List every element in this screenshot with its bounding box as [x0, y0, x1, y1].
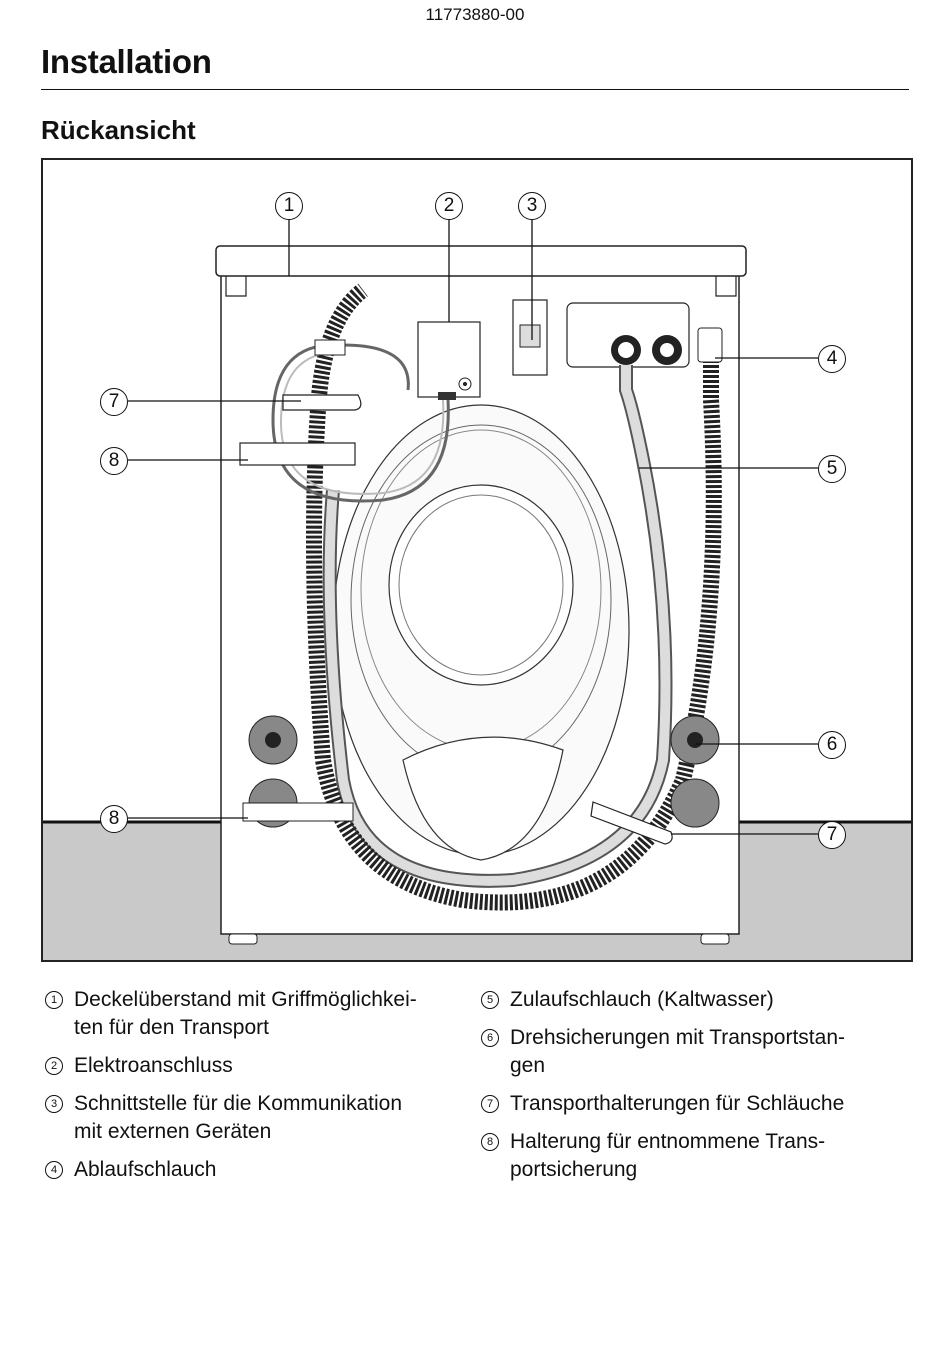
callout-8-lower: 8 [100, 805, 128, 833]
callout-5: 5 [818, 455, 846, 483]
legend-number: 4 [45, 1161, 63, 1179]
document-number: 11773880-00 [425, 5, 525, 24]
legend-number: 5 [481, 991, 499, 1009]
callout-4: 4 [818, 345, 846, 373]
callout-1: 1 [275, 192, 303, 220]
legend-item: 6 Drehsicherungen mit Transportstan- gen [477, 1024, 907, 1080]
legend-right-column: 5 Zulaufschlauch (Kaltwasser) 6 Drehsicher… [477, 986, 907, 1194]
callout-3: 3 [518, 192, 546, 220]
legend-item: 2 Elektroanschluss [41, 1052, 471, 1080]
legend-item: 4 Ablaufschlauch [41, 1156, 471, 1184]
legend-text: Ablaufschlauch [74, 1158, 217, 1181]
legend-item: 1 Deckelüberstand mit Griffmöglichkei- te… [41, 986, 471, 1042]
section-title: Rückansicht [41, 115, 196, 145]
legend-number: 6 [481, 1029, 499, 1047]
callout-8-upper: 8 [100, 447, 128, 475]
legend-number: 1 [45, 991, 63, 1009]
legend-number: 8 [481, 1133, 499, 1151]
legend-number: 3 [45, 1095, 63, 1113]
callout-7-upper: 7 [100, 388, 128, 416]
legend-number: 7 [481, 1095, 499, 1113]
rear-view-illustration: 1 2 3 4 5 6 7 8 7 8 [41, 158, 913, 962]
legend-item: 8 Halterung für entnommene Trans- portsic… [477, 1128, 907, 1184]
page-title: Installation [41, 43, 212, 80]
legend-left-column: 1 Deckelüberstand mit Griffmöglichkei- te… [41, 986, 471, 1194]
legend-text: Drehsicherungen mit Transportstan- gen [510, 1026, 845, 1077]
callout-2: 2 [435, 192, 463, 220]
title-divider [41, 89, 909, 90]
legend-item: 5 Zulaufschlauch (Kaltwasser) [477, 986, 907, 1014]
legend-text: Zulaufschlauch (Kaltwasser) [510, 988, 774, 1011]
legend-text: Transporthalterungen für Schläuche [510, 1092, 845, 1115]
washing-machine-rear-drawing [43, 220, 911, 960]
callout-6: 6 [818, 731, 846, 759]
legend-item: 7 Transporthalterungen für Schläuche [477, 1090, 907, 1118]
legend-text: Schnittstelle für die Kommunikation mit … [74, 1092, 402, 1143]
callout-7-lower: 7 [818, 821, 846, 849]
legend-text: Elektroanschluss [74, 1054, 233, 1077]
legend-item: 3 Schnittstelle für die Kommunikation mit… [41, 1090, 471, 1146]
legend-text: Deckelüberstand mit Griffmöglichkei- ten… [74, 988, 417, 1039]
legend-number: 2 [45, 1057, 63, 1075]
legend-text: Halterung für entnommene Trans- portsich… [510, 1130, 826, 1181]
